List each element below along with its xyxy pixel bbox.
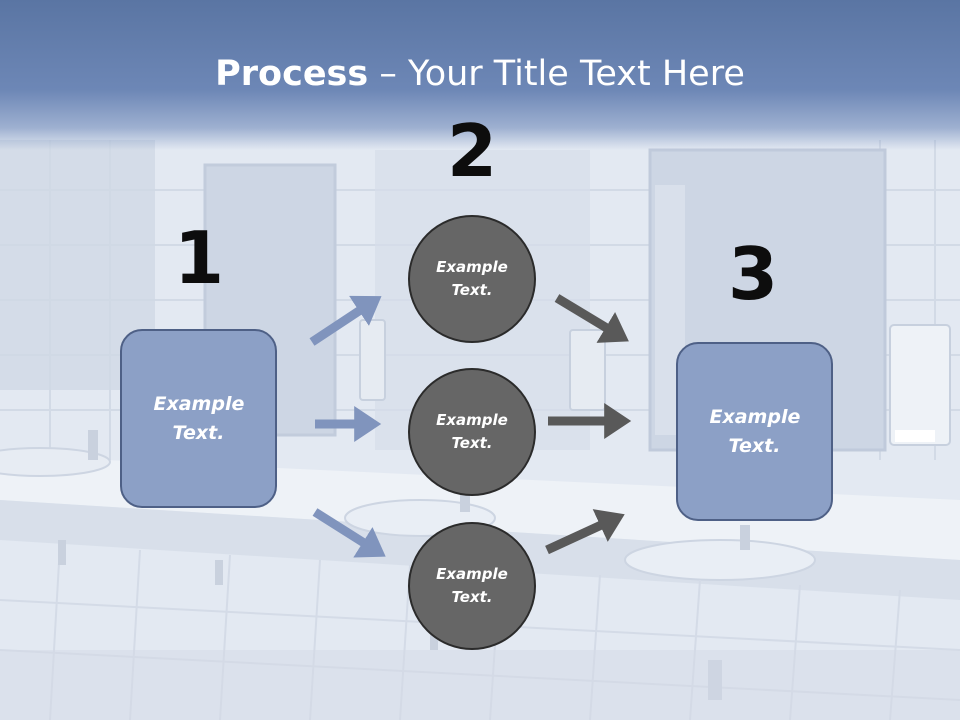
step-2-circle-top-text: Example Text. [436, 258, 508, 299]
step-3-text: Example Text. [709, 405, 801, 457]
step-3-box: Example Text. [676, 342, 833, 521]
step-2-circle-bottom: Example Text. [408, 522, 536, 650]
step-1-number: 1 [173, 216, 225, 300]
arrow-1-to-2-bottom [312, 508, 386, 558]
title-rest-text: – Your Title Text Here [368, 54, 745, 94]
step-2-circle-top: Example Text. [408, 215, 536, 343]
step-1-text: Example Text. [153, 392, 245, 444]
step-3-number: 3 [727, 232, 779, 316]
step-2-circle-middle-text: Example Text. [436, 411, 508, 452]
step-2-circle-bottom-text: Example Text. [436, 565, 508, 606]
arrow-2-top-to-3 [554, 294, 629, 343]
step-2-circle-middle: Example Text. [408, 368, 536, 496]
title-band [0, 0, 960, 150]
title-bold-text: Process [215, 54, 369, 94]
arrow-2-bottom-to-3 [545, 509, 625, 555]
step-1-box: Example Text. [120, 329, 277, 508]
step-2-number: 2 [446, 109, 498, 193]
slide-title: Process – Your Title Text Here [0, 52, 960, 96]
arrow-1-to-2-top [309, 295, 382, 346]
